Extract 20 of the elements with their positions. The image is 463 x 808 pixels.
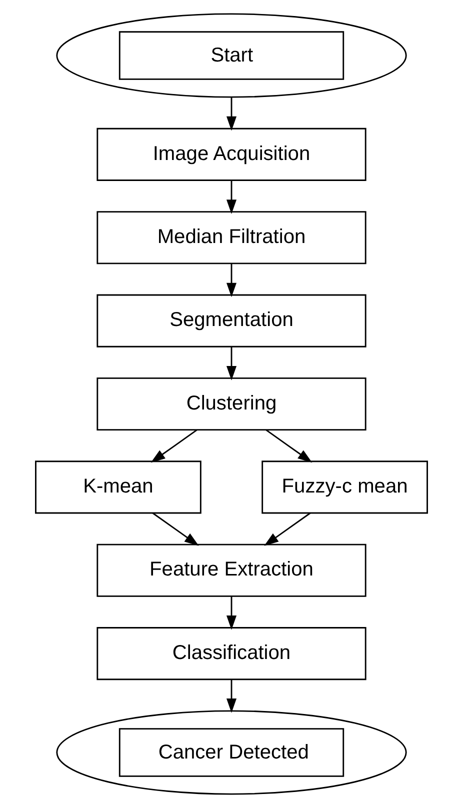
node-box: Segmentation [96,294,366,348]
node-box: Image Acquisition [96,128,366,181]
node-box: Classification [96,627,366,680]
node-box: Fuzzy-c mean [262,460,428,514]
node-ellipse: Start [56,13,407,98]
node-ellipse: Cancer Detected [56,710,407,795]
arrow [226,680,237,713]
arrow [226,596,237,630]
arrow [226,264,237,298]
node-box: Feature Extraction [96,544,366,597]
node-box: K-mean [35,460,202,514]
node-box: Clustering [96,377,366,431]
arrow [266,429,312,463]
arrow [264,512,311,546]
arrow [152,512,199,546]
arrow [150,429,198,463]
arrow [226,346,237,380]
arrow [226,97,237,131]
node-box: Median Filtration [96,211,366,264]
arrow [226,180,237,214]
